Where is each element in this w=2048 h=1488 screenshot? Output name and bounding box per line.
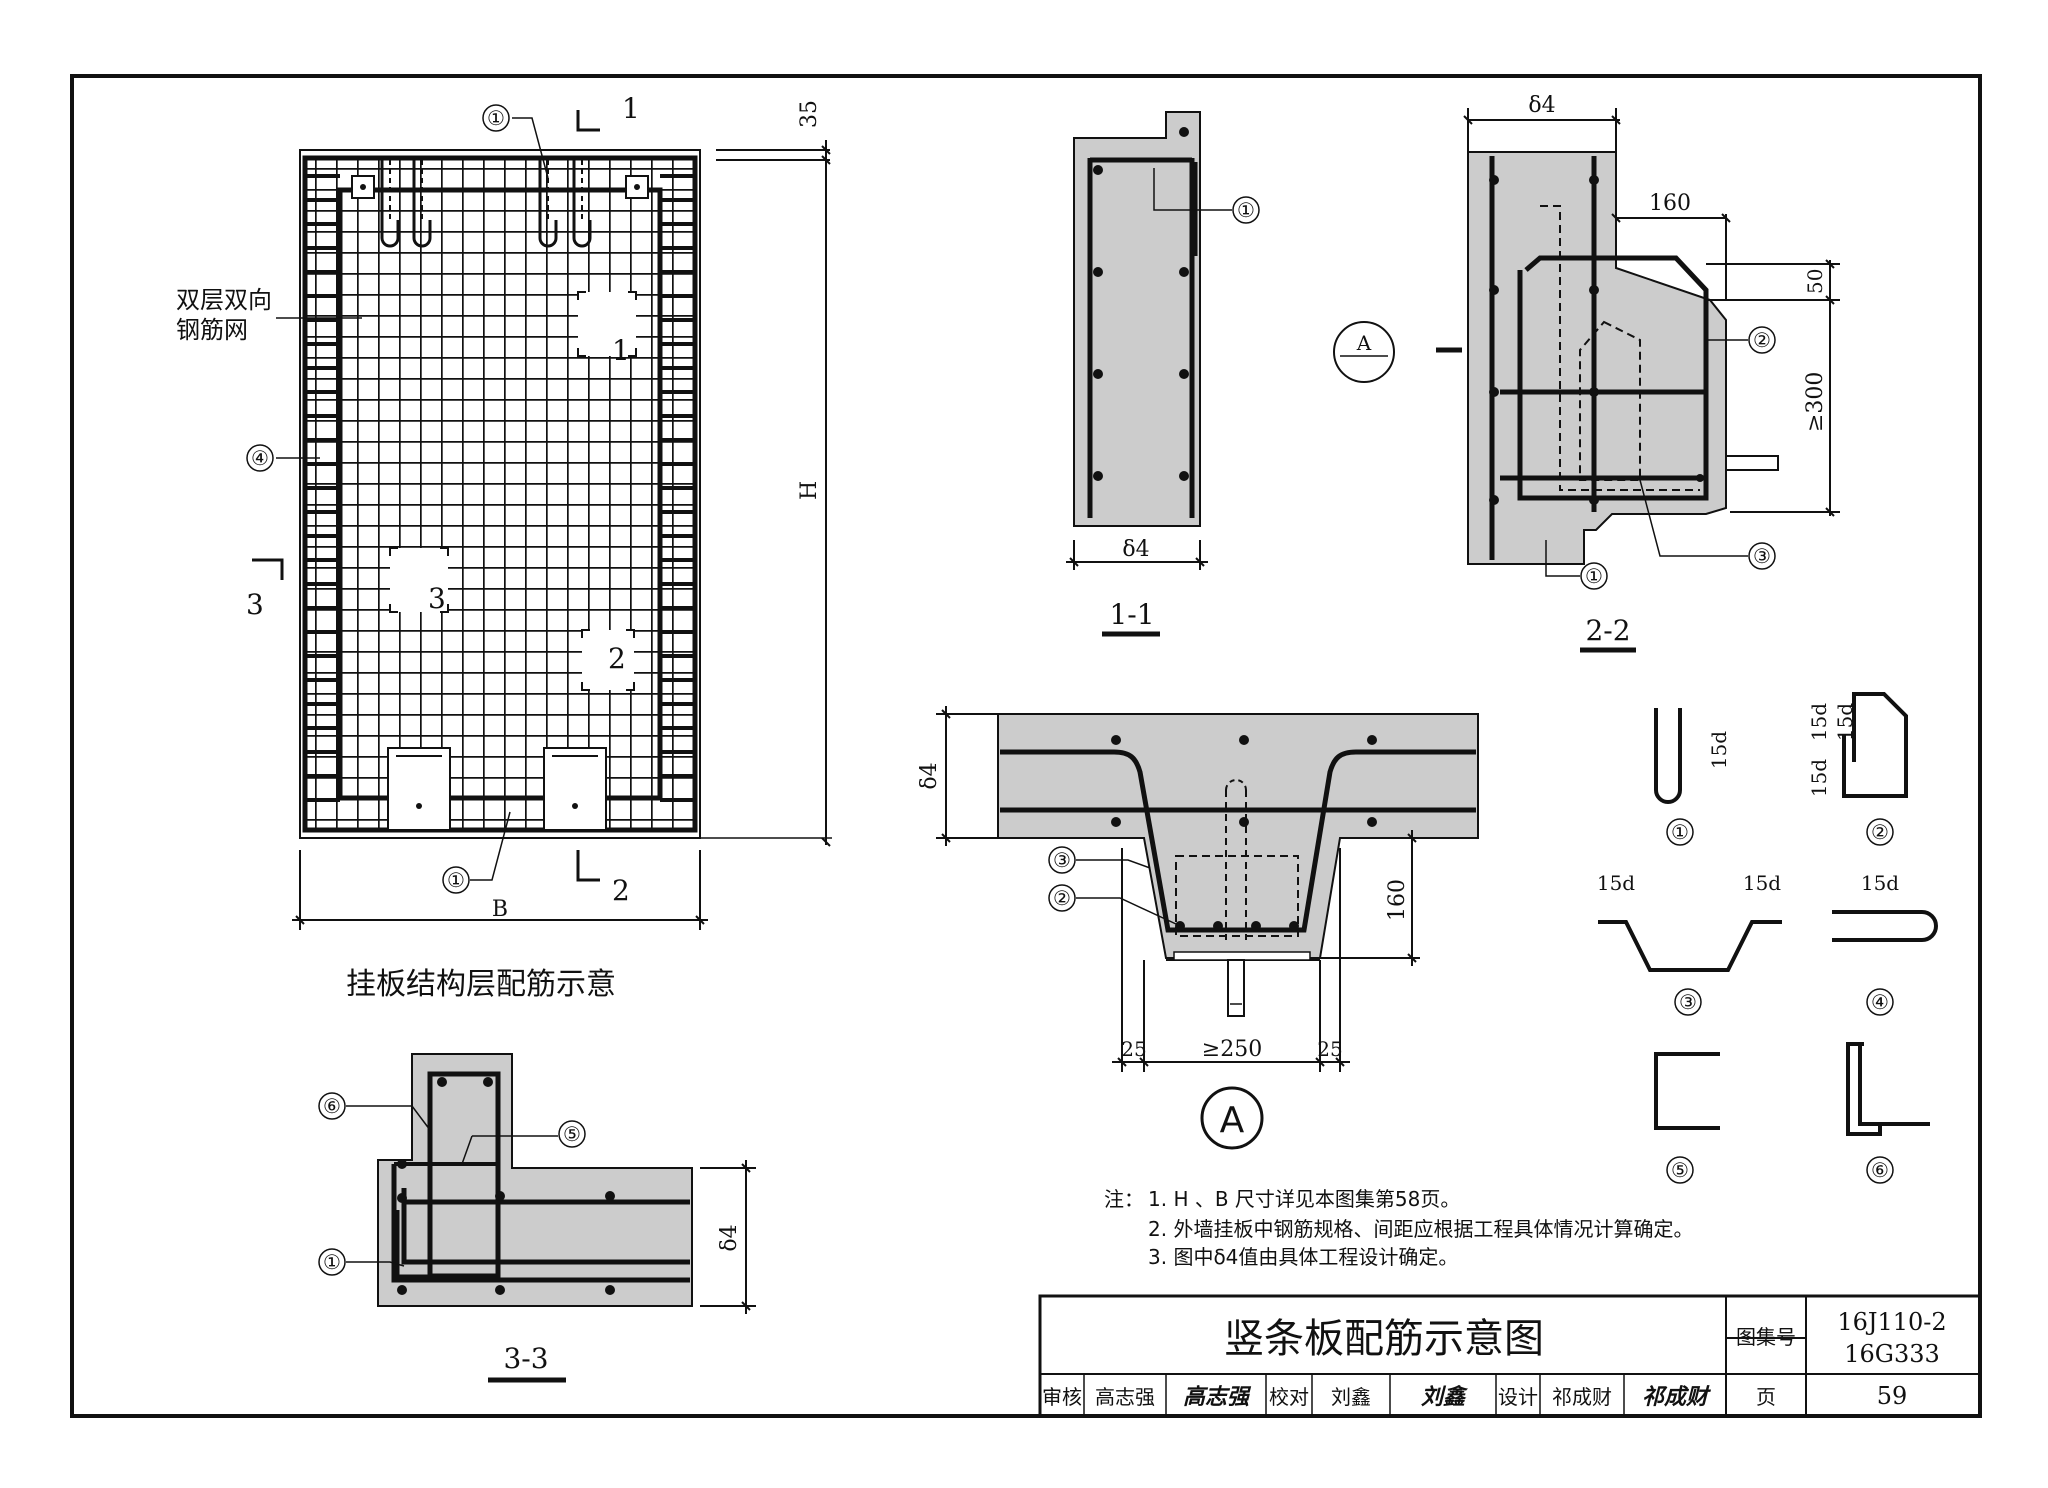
- review-signature: 高志强: [1183, 1384, 1252, 1410]
- plan-section-mark-1: 1: [622, 92, 640, 125]
- detail-a-callout-3: ③: [1053, 848, 1071, 872]
- s33-callout-1: ①: [323, 1250, 341, 1274]
- bar-5-id: ⑤: [1671, 1158, 1689, 1182]
- design-signature: 祁成财: [1642, 1384, 1712, 1410]
- bar-4-id: ④: [1871, 990, 1889, 1014]
- plan-dim-b: B: [492, 897, 508, 922]
- s22-detail-mark: A: [1356, 331, 1372, 355]
- mesh-label-line1: 双层双向: [176, 286, 272, 314]
- s22-dim-50: 50: [1803, 269, 1827, 294]
- bar-2-label-b: 15d: [1833, 703, 1857, 741]
- detail-a-dim-25-left: 25: [1121, 1037, 1146, 1061]
- s22-dim-thickness: δ4: [1528, 93, 1555, 118]
- bar-2-label-c: 15d: [1807, 759, 1831, 797]
- bar-1-id: ①: [1671, 820, 1689, 844]
- drawing-title: 竖条板配筋示意图: [1224, 1316, 1544, 1362]
- design-label: 设计: [1498, 1385, 1538, 1409]
- plan-callout-4: ④: [251, 446, 269, 470]
- atlas-label: 图集号: [1736, 1325, 1796, 1349]
- s22-callout-2: ②: [1753, 328, 1771, 352]
- panel-reinforcement-plan: [246, 104, 832, 930]
- mesh-label-line2: 钢筋网: [176, 316, 248, 344]
- check-signature: 刘鑫: [1421, 1384, 1469, 1410]
- s33-dim-thickness: δ4: [717, 1224, 742, 1251]
- note-1: 1. H 、B 尺寸详见本图集第58页。: [1148, 1187, 1460, 1211]
- detail-a-dim-thickness: δ4: [917, 762, 942, 789]
- detail-a-dim-25-right: 25: [1317, 1037, 1342, 1061]
- section-3-3-drawing: [318, 1053, 756, 1383]
- bar-3-id: ③: [1679, 990, 1697, 1014]
- s22-callout-3: ③: [1753, 544, 1771, 568]
- detail-a-dim-250: ≥250: [1202, 1037, 1262, 1062]
- s11-title: 1-1: [1109, 598, 1154, 631]
- note-2: 2. 外墙挂板中钢筋规格、间距应根据工程具体情况计算确定。: [1148, 1217, 1693, 1241]
- title-block: [1038, 1294, 1982, 1418]
- plan-section-mark-3: 3: [246, 588, 264, 621]
- bar-6-id: ⑥: [1871, 1158, 1889, 1182]
- review-label: 审核: [1042, 1385, 1082, 1409]
- bar-3-label-b: 15d: [1743, 871, 1781, 895]
- bar-3-label-a: 15d: [1597, 871, 1635, 895]
- plan-callout-1-top: ①: [487, 106, 505, 130]
- plan-callout-1-bottom: ①: [447, 868, 465, 892]
- review-name: 高志强: [1095, 1385, 1155, 1409]
- design-name: 祁成财: [1552, 1385, 1612, 1409]
- page-number: 59: [1877, 1382, 1908, 1410]
- detail-a-drawing: [936, 706, 1479, 1150]
- detail-a-dim-160: 160: [1385, 879, 1410, 921]
- bar-2-label-a: 15d: [1807, 703, 1831, 741]
- check-name: 刘鑫: [1331, 1385, 1371, 1409]
- section-1-1-drawing: [1066, 111, 1260, 637]
- plan-dim-h: H: [797, 481, 822, 500]
- detail-a-callout-2: ②: [1053, 886, 1071, 910]
- s33-callout-5: ⑤: [563, 1122, 581, 1146]
- section-2-2-drawing: [1333, 108, 1840, 653]
- s11-dim-thickness: δ4: [1122, 537, 1149, 562]
- page-label: 页: [1756, 1385, 1776, 1409]
- bar-1-label: 15d: [1707, 731, 1731, 769]
- note-3: 3. 图中δ4值由具体工程设计确定。: [1148, 1245, 1458, 1269]
- plan-dim-35: 35: [797, 100, 822, 128]
- s11-callout-1: ①: [1237, 198, 1255, 222]
- bar-2-id: ②: [1871, 820, 1889, 844]
- s33-title: 3-3: [503, 1342, 548, 1375]
- atlas-no-2: 16G333: [1844, 1340, 1940, 1368]
- detail-a-mark: A: [1220, 1100, 1245, 1141]
- plan-caption: 挂板结构层配筋示意: [346, 967, 616, 1002]
- bar-shapes: [1598, 692, 1938, 1184]
- sheet-border: [70, 74, 1982, 1418]
- s22-title: 2-2: [1585, 614, 1630, 647]
- s33-callout-6: ⑥: [323, 1094, 341, 1118]
- plan-opening-label-3: 3: [428, 582, 446, 615]
- s22-dim-160: 160: [1649, 191, 1691, 216]
- notes-prefix: 注：: [1104, 1187, 1144, 1211]
- s22-dim-300: ≥300: [1803, 372, 1828, 432]
- plan-section-mark-2: 2: [612, 874, 630, 907]
- plan-opening-label-2: 2: [608, 642, 626, 675]
- bar-4-label: 15d: [1861, 871, 1899, 895]
- atlas-no-1: 16J110-2: [1837, 1308, 1946, 1336]
- plan-opening-label-1: 1: [612, 334, 630, 367]
- check-label: 校对: [1269, 1385, 1309, 1409]
- s22-callout-1: ①: [1585, 564, 1603, 588]
